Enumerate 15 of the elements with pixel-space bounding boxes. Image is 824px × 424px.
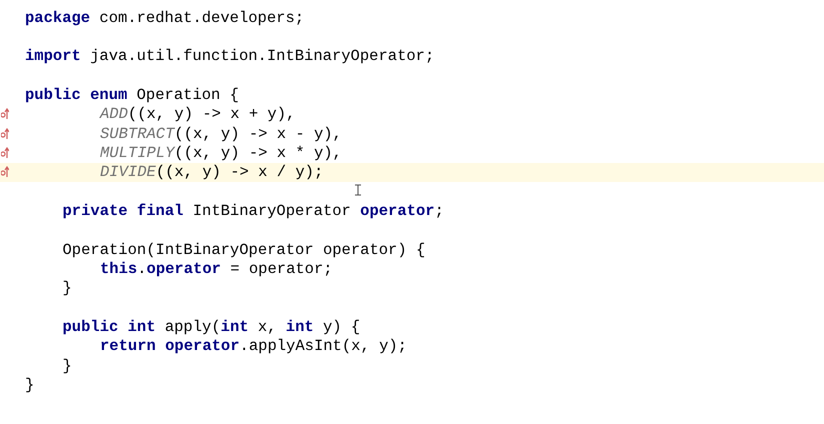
code-line: public int apply(int x, int y) { (62, 318, 360, 338)
code-line: private final IntBinaryOperator operator; (62, 202, 444, 221)
code-line: ADD((x, y) -> x + y), (100, 105, 296, 124)
code-line: DIVIDE((x, y) -> x / y); (100, 163, 324, 182)
code-line: this.operator = operator; (100, 260, 333, 280)
code-line: } (62, 279, 72, 298)
code-line: public enum Operation { (25, 86, 239, 105)
code-line: Operation(IntBinaryOperator operator) { (62, 240, 426, 260)
code-line: import java.util.function.IntBinaryOperator; (25, 47, 434, 66)
code-line: SUBTRACT((x, y) -> x - y), (100, 124, 342, 144)
code-line: } (62, 356, 72, 376)
code-line: MULTIPLY((x, y) -> x * y), (100, 144, 342, 163)
code-line: return operator.applyAsInt(x, y); (100, 337, 407, 356)
code-line: package com.redhat.developers; (25, 8, 304, 28)
code-line: } (25, 376, 34, 396)
